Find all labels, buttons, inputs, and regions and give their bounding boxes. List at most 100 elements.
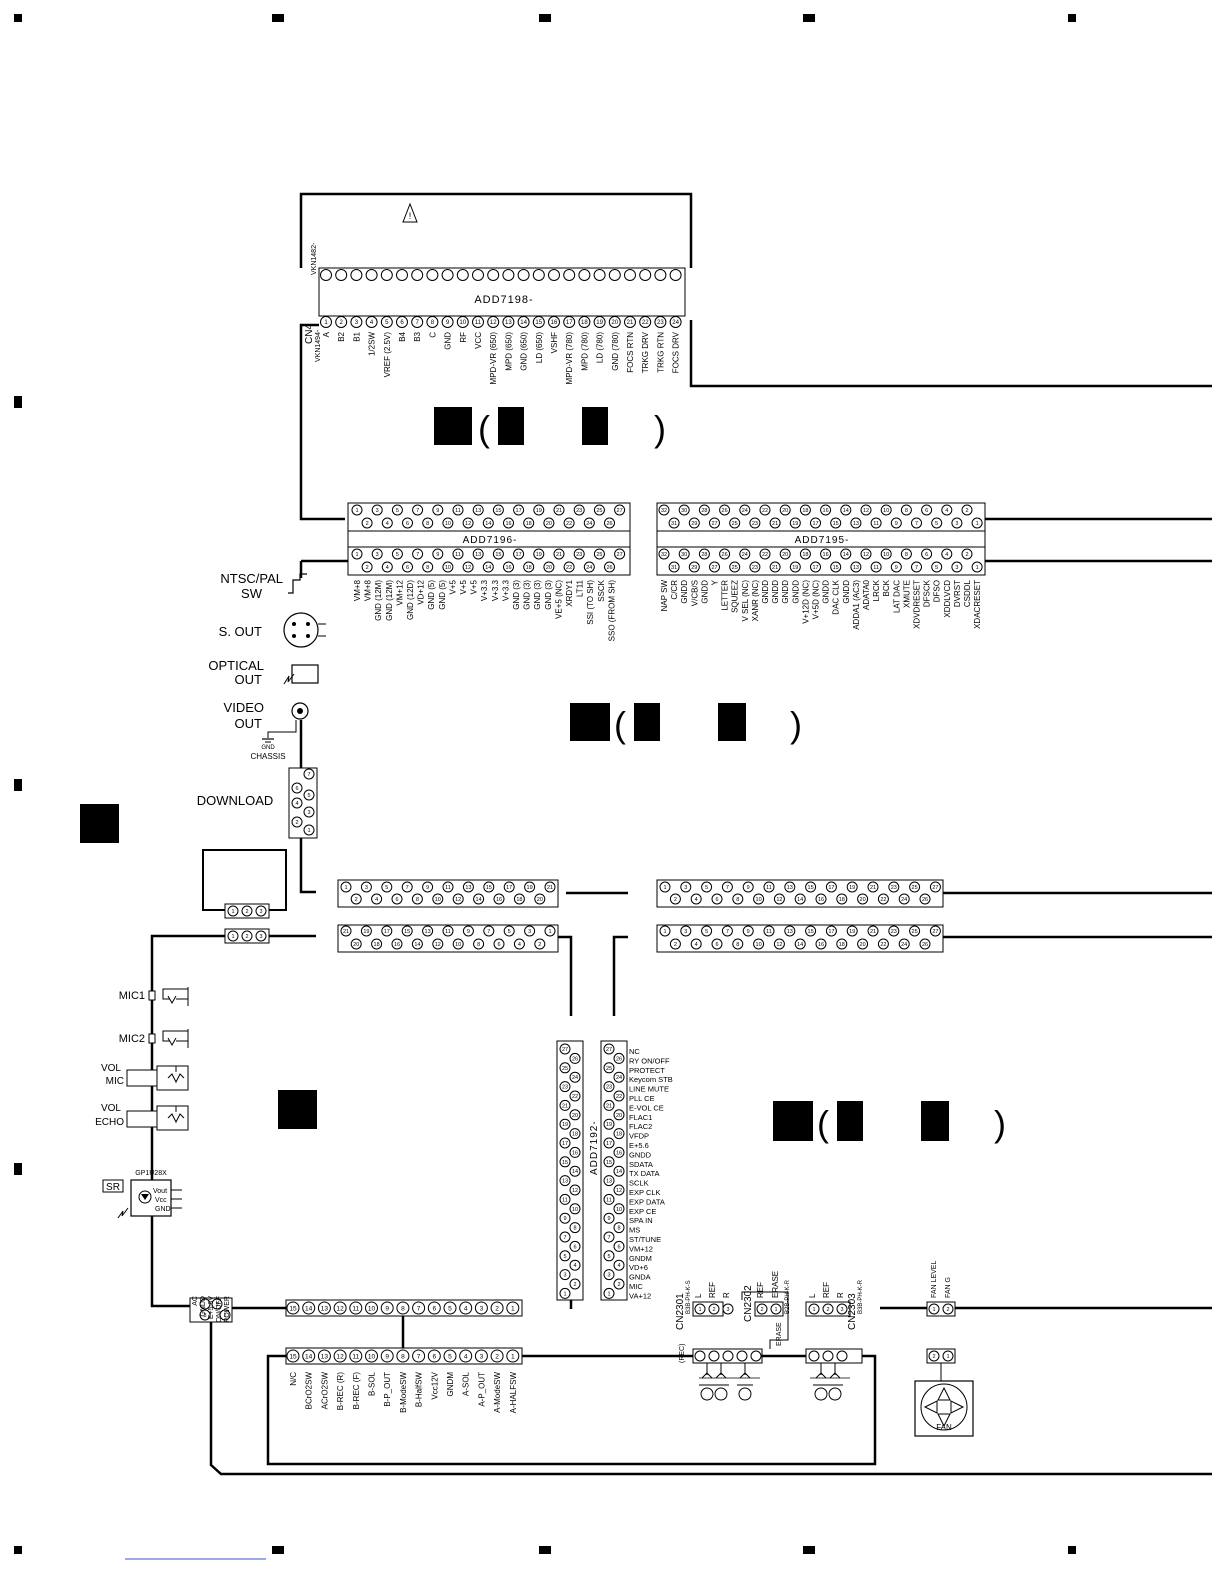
add7196-pin-label: VM+8: [364, 579, 373, 601]
svg-text:27: 27: [711, 565, 717, 571]
svg-text:(: (: [614, 704, 626, 745]
add7195-upper-pin: 26: [719, 504, 731, 516]
add7192-pin-label: SDATA: [629, 1160, 653, 1169]
add7192-right-pin: 18: [613, 1128, 625, 1140]
svg-text:32: 32: [661, 508, 667, 514]
svg-text:3: 3: [480, 1353, 484, 1360]
svg-text:12: 12: [336, 1305, 344, 1312]
svg-text:12: 12: [776, 942, 782, 948]
mid-right-a-pin: 8: [732, 893, 744, 905]
svg-text:5: 5: [396, 552, 399, 558]
svg-text:10: 10: [883, 508, 889, 514]
mid-right-b-pin: 11: [763, 925, 775, 937]
mid-right-b-pin: 22: [877, 938, 889, 950]
add7195-lower-pin: 24: [739, 548, 751, 560]
svg-text:10: 10: [756, 897, 762, 903]
mic2-jack-icon: [167, 1037, 177, 1047]
svg-text:5: 5: [935, 565, 938, 571]
svg-text:20: 20: [611, 320, 618, 326]
add7195-pin-label: ADATA0: [862, 579, 871, 609]
add7196-upper-pin: 17: [513, 504, 525, 516]
svg-text:15: 15: [808, 885, 814, 891]
add7192-right-pin: 3: [603, 1269, 615, 1281]
svg-text:9: 9: [747, 885, 750, 891]
add7195-upper-pin: 12: [860, 504, 872, 516]
add7195-lower-pin: 10: [880, 548, 892, 560]
add7195-pin-label: GNDD: [822, 580, 831, 604]
add7196-upper-pin: 2: [361, 517, 373, 529]
add7196-pin-label: GND (3): [533, 580, 542, 610]
add7192-left-pin: 23: [559, 1081, 571, 1093]
add7196-pin-label: XRDY1: [565, 579, 574, 606]
add7192-left-pin: 27: [559, 1043, 571, 1055]
svg-text:24: 24: [742, 508, 748, 514]
add7195-lower-pin: 26: [719, 548, 731, 560]
add7195-lower-pin: 8: [900, 548, 912, 560]
svg-text:16: 16: [551, 320, 558, 326]
svg-text:6: 6: [715, 897, 718, 903]
download-pin: 1: [303, 824, 315, 836]
svg-text:27: 27: [562, 1047, 568, 1053]
svg-text:1: 1: [946, 1354, 949, 1360]
deck-upper-pin: 2: [490, 1301, 504, 1315]
deck-lower-pin: 3: [474, 1349, 488, 1363]
mid-left-b-pin: 7: [483, 925, 495, 937]
svg-text:1: 1: [663, 929, 666, 935]
add7195-lower-pin: 14: [840, 548, 852, 560]
add7192-pin-label: Keycom STB: [629, 1075, 673, 1084]
download-pin: 5: [303, 789, 315, 801]
add7195-lower-pin: 6: [921, 548, 933, 560]
deck-pin-label: GNDM: [446, 1372, 455, 1397]
mid-left-a-pin: 12: [452, 893, 464, 905]
svg-text:10: 10: [368, 1305, 376, 1312]
vol-mic-label-2: MIC: [106, 1076, 124, 1087]
section-marker-front: (): [773, 1101, 1006, 1144]
add7196-lower-pin: 7: [412, 548, 424, 560]
pickup-pin-label: RF: [459, 332, 468, 343]
display-pin: 1: [227, 905, 239, 917]
svg-text:1: 1: [355, 508, 358, 514]
add7196-lower-pin: 20: [543, 561, 555, 573]
download-pin: 7: [303, 768, 315, 780]
deck-pin-label: Vcc12V: [430, 1371, 439, 1399]
svg-text:3: 3: [355, 320, 359, 326]
mid-right-a-pin: 24: [898, 893, 910, 905]
pickup-pin-label: TRKG RTN: [656, 332, 665, 373]
svg-text:3: 3: [307, 810, 310, 816]
optical-label: OPTICAL: [208, 658, 264, 673]
cn2303-l: L: [808, 1293, 817, 1298]
mid-left-b-pin: 8: [473, 938, 485, 950]
add7195-pin-label: V+12D (NC): [801, 580, 810, 624]
add7196-upper-pin: 25: [593, 504, 605, 516]
svg-text:25: 25: [596, 508, 602, 514]
display-pin: 3: [255, 905, 267, 917]
mid-right-a-pin: 11: [763, 881, 775, 893]
add7195-lower-pin: 12: [860, 548, 872, 560]
mid-right-b-pin: 10: [753, 938, 765, 950]
head-lower-pin: [736, 1350, 748, 1362]
svg-text:14: 14: [520, 320, 527, 326]
svg-text:2: 2: [245, 934, 248, 940]
add7195-upper-pin: 2: [961, 504, 973, 516]
svg-text:26: 26: [722, 552, 728, 558]
svg-text:8: 8: [431, 320, 435, 326]
svg-text:14: 14: [476, 897, 482, 903]
svg-text:12: 12: [776, 897, 782, 903]
mid-right-a-pin: 21: [867, 881, 879, 893]
add7196-lower-pin: 9: [432, 548, 444, 560]
mid-right-a-pin: 19: [846, 881, 858, 893]
add7192-right-pin: 5: [603, 1250, 615, 1262]
add7192-left-pin: 6: [569, 1240, 581, 1252]
svg-text:4: 4: [386, 521, 389, 527]
mid-right-b-pin: 5: [701, 925, 713, 937]
mid-left-a-pin: 10: [432, 893, 444, 905]
svg-text:22: 22: [762, 552, 768, 558]
svg-text:15: 15: [808, 929, 814, 935]
add7196-upper-pin: 20: [543, 517, 555, 529]
add7196-lower-pin: 13: [472, 548, 484, 560]
deck-upper-pin: 3: [474, 1301, 488, 1315]
svg-text:3: 3: [203, 1313, 206, 1319]
deck-lower-pin: 12: [333, 1349, 347, 1363]
